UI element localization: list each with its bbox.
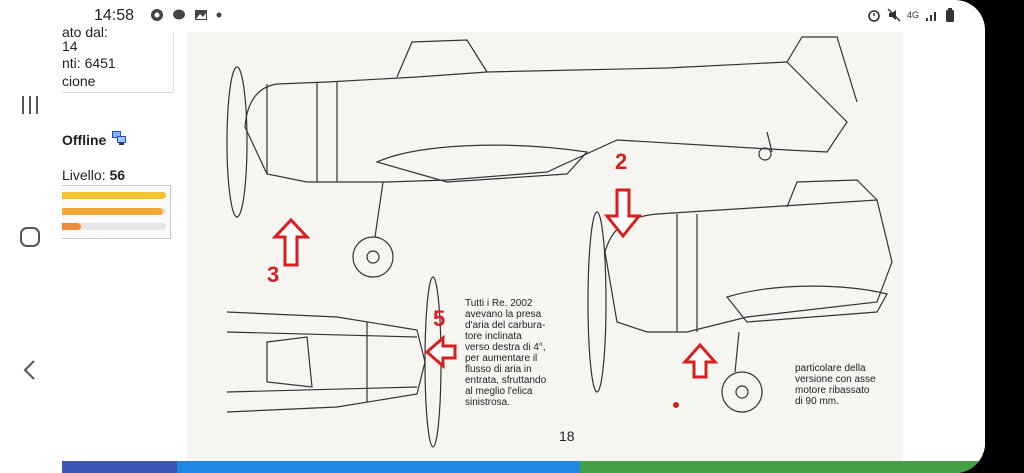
gallery-icon [195,10,207,20]
content-area: ato dal: 14 nti: 6451 cione Offline Live… [62,24,985,461]
arrow-up-marker-1 [271,217,311,267]
bottom-progress-strip [62,461,985,473]
aircraft-drawing [226,36,893,448]
phone-screen: 14:58 4G ato dal: 14 nti: 6451 cione Off… [0,0,985,473]
progress-bar-fill [62,208,163,215]
chrome-icon [151,9,163,21]
alarm-icon [868,10,880,22]
arrow-up-marker-3 [681,342,719,379]
arrow-down-marker-2 [603,188,643,239]
level-value: 56 [109,167,126,183]
user-level: Livello: 56 [62,167,125,183]
scanned-document: 2 3 5 Tutti i Re. 2002 avevano la presa … [187,32,903,461]
recent-apps-button[interactable] [10,85,50,125]
caption-left: Tutti i Re. 2002 avevano la presa d'aria… [465,298,547,408]
marker-5-label: 5 [433,306,446,331]
menu-icon [22,96,38,114]
user-status: Offline [62,132,107,148]
progress-bar-track [62,223,166,230]
status-bar: 14:58 4G [62,0,985,32]
chat-icon [173,9,185,20]
navigation-bar [0,0,62,473]
level-label: Livello: [62,167,106,183]
progress-bars [62,185,171,239]
progress-bar-fill [62,192,166,199]
clock: 14:58 [94,7,135,24]
home-icon [20,227,40,247]
page-number: 18 [559,428,575,444]
profile-line-3: nti: 6451 [62,55,116,71]
more-dot-icon [216,12,222,18]
marker-3-label: 3 [267,262,280,287]
bottom-strip-segment [62,461,177,473]
caption-right: particolare della versione con asse moto… [795,363,876,407]
progress-bar-fill [62,223,81,230]
bottom-strip-segment [177,461,580,473]
profile-line-4: cione [62,73,96,89]
bottom-strip-segment [580,461,985,473]
home-button[interactable] [10,217,50,257]
network-type: 4G [906,10,919,20]
computer-icon [112,131,126,145]
arrow-left-marker-5 [424,334,457,370]
back-button[interactable] [10,350,50,390]
profile-line-2: 14 [62,38,78,54]
profile-line-1: ato dal: [62,24,108,40]
battery-icon [946,8,954,22]
profile-info-box: ato dal: 14 nti: 6451 cione [62,24,174,93]
mute-icon [887,8,901,22]
marker-2-label: 2 [615,149,628,174]
back-icon [23,360,35,380]
signal-icon [926,12,936,21]
